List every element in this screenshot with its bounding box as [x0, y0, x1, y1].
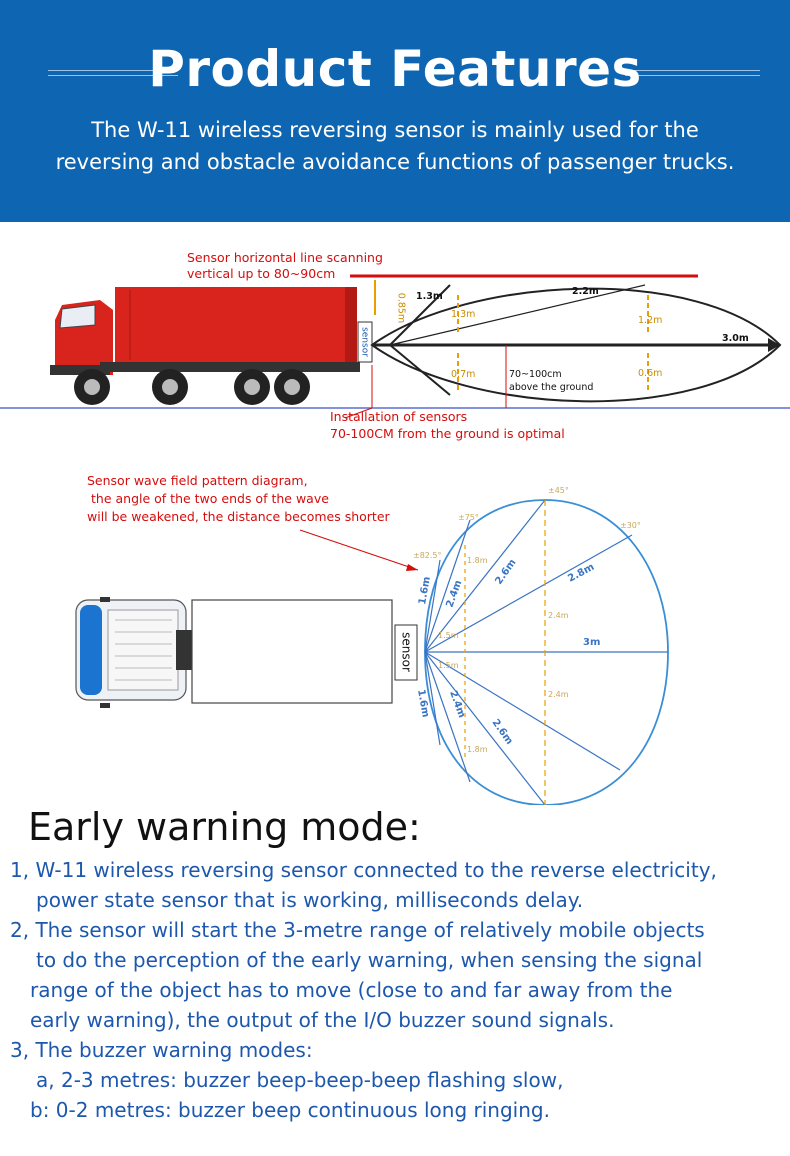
dist-26m-b: 2.6m	[490, 717, 515, 746]
warning-line-9: b: 0-2 metres: buzzer beep continuous lo…	[30, 1098, 550, 1122]
angle-45: ±45°	[548, 486, 569, 495]
warning-line-8: a, 2-3 metres: buzzer beep-beep-beep fla…	[36, 1068, 564, 1092]
angle-825: ±82.5°	[413, 551, 442, 560]
install-label-line-1: Installation of sensors	[330, 409, 467, 424]
short-18m-b: 1.8m	[467, 745, 488, 754]
dist-3m: 3m	[583, 637, 600, 648]
install-label-line-2: 70-100CM from the ground is optimal	[330, 426, 565, 441]
top-view-diagram: Sensor wave field pattern diagram, the a…	[75, 473, 669, 805]
title-rule-left	[48, 70, 178, 71]
scan-label-line-1: Sensor horizontal line scanning	[187, 250, 383, 265]
label-13m-b: 1.3m	[451, 309, 475, 320]
dist-24m-a: 2.4m	[444, 579, 464, 609]
sensor-box	[357, 321, 373, 363]
warning-line-2: power state sensor that is working, mill…	[36, 888, 584, 912]
early-warning-title: Early warning mode:	[28, 805, 421, 849]
title-rule-right-2	[625, 75, 760, 76]
warning-line-5: range of the object has to move (close t…	[30, 978, 673, 1002]
dist-16m-b: 1.6m	[415, 689, 431, 719]
truck-chassis	[100, 362, 360, 372]
height-label-2: above the ground	[509, 382, 593, 393]
truck-cargo-box	[115, 287, 355, 362]
short-24m-b: 2.4m	[548, 690, 569, 699]
short-18m-a: 1.8m	[467, 556, 488, 565]
title-rule-left-2	[48, 75, 178, 76]
angle-75: ±75°	[458, 513, 479, 522]
wave-label-line-3: will be weakened, the distance becomes s…	[87, 509, 391, 524]
title-rule-right	[625, 70, 760, 71]
header-banner: Product Features The W-11 wireless rever…	[0, 0, 790, 222]
sensor-label: sensor	[360, 327, 370, 357]
short-15m-a: 1.5m	[438, 631, 459, 640]
sensor-label-top: sensor	[400, 632, 414, 672]
page-subtitle: The W-11 wireless reversing sensor is ma…	[20, 114, 770, 178]
subtitle-line-2: reversing and obstacle avoidance functio…	[55, 150, 735, 174]
sensor-box-top	[394, 624, 418, 681]
height-label-1: 70~100cm	[509, 369, 562, 380]
truck-wheels	[74, 369, 310, 405]
label-30m: 3.0m	[722, 333, 749, 344]
label-12m: 1.2m	[638, 315, 662, 326]
truck-top-view	[75, 597, 393, 708]
angle-30: ±30°	[620, 521, 641, 530]
label-07m: 0.7m	[451, 369, 475, 380]
page-title: Product Features	[148, 40, 642, 98]
dist-26m-a: 2.6m	[493, 557, 518, 586]
warning-line-6: early warning), the output of the I/O bu…	[30, 1008, 615, 1032]
label-13m-a: 1.3m	[416, 291, 443, 302]
early-warning-text: 1, W-11 wireless reversing sensor connec…	[10, 855, 785, 1125]
label-22m: 2.2m	[572, 286, 599, 297]
warning-line-4: to do the perception of the early warnin…	[36, 948, 703, 972]
warning-line-7: 3, The buzzer warning modes:	[10, 1038, 313, 1062]
short-24m-a: 2.4m	[548, 611, 569, 620]
dist-28m: 2.8m	[566, 562, 596, 585]
dist-16m-a: 1.6m	[417, 576, 433, 606]
scan-label-line-2: vertical up to 80~90cm	[187, 266, 335, 281]
side-view-diagram: sensor Sensor horizontal line scanning v…	[0, 250, 790, 441]
label-06m: 0.6m	[638, 368, 662, 379]
dist-24m-b: 2.4m	[447, 689, 467, 719]
label-085m: 0.85m	[396, 293, 407, 323]
short-15m-b: 1.5m	[438, 661, 459, 670]
warning-line-3: 2, The sensor will start the 3-metre ran…	[10, 918, 705, 942]
wave-label-line-1: Sensor wave field pattern diagram,	[87, 473, 308, 488]
wave-label-line-2: the angle of the two ends of the wave	[91, 491, 329, 506]
subtitle-line-1: The W-11 wireless reversing sensor is ma…	[91, 118, 699, 142]
warning-line-1: 1, W-11 wireless reversing sensor connec…	[10, 858, 717, 882]
